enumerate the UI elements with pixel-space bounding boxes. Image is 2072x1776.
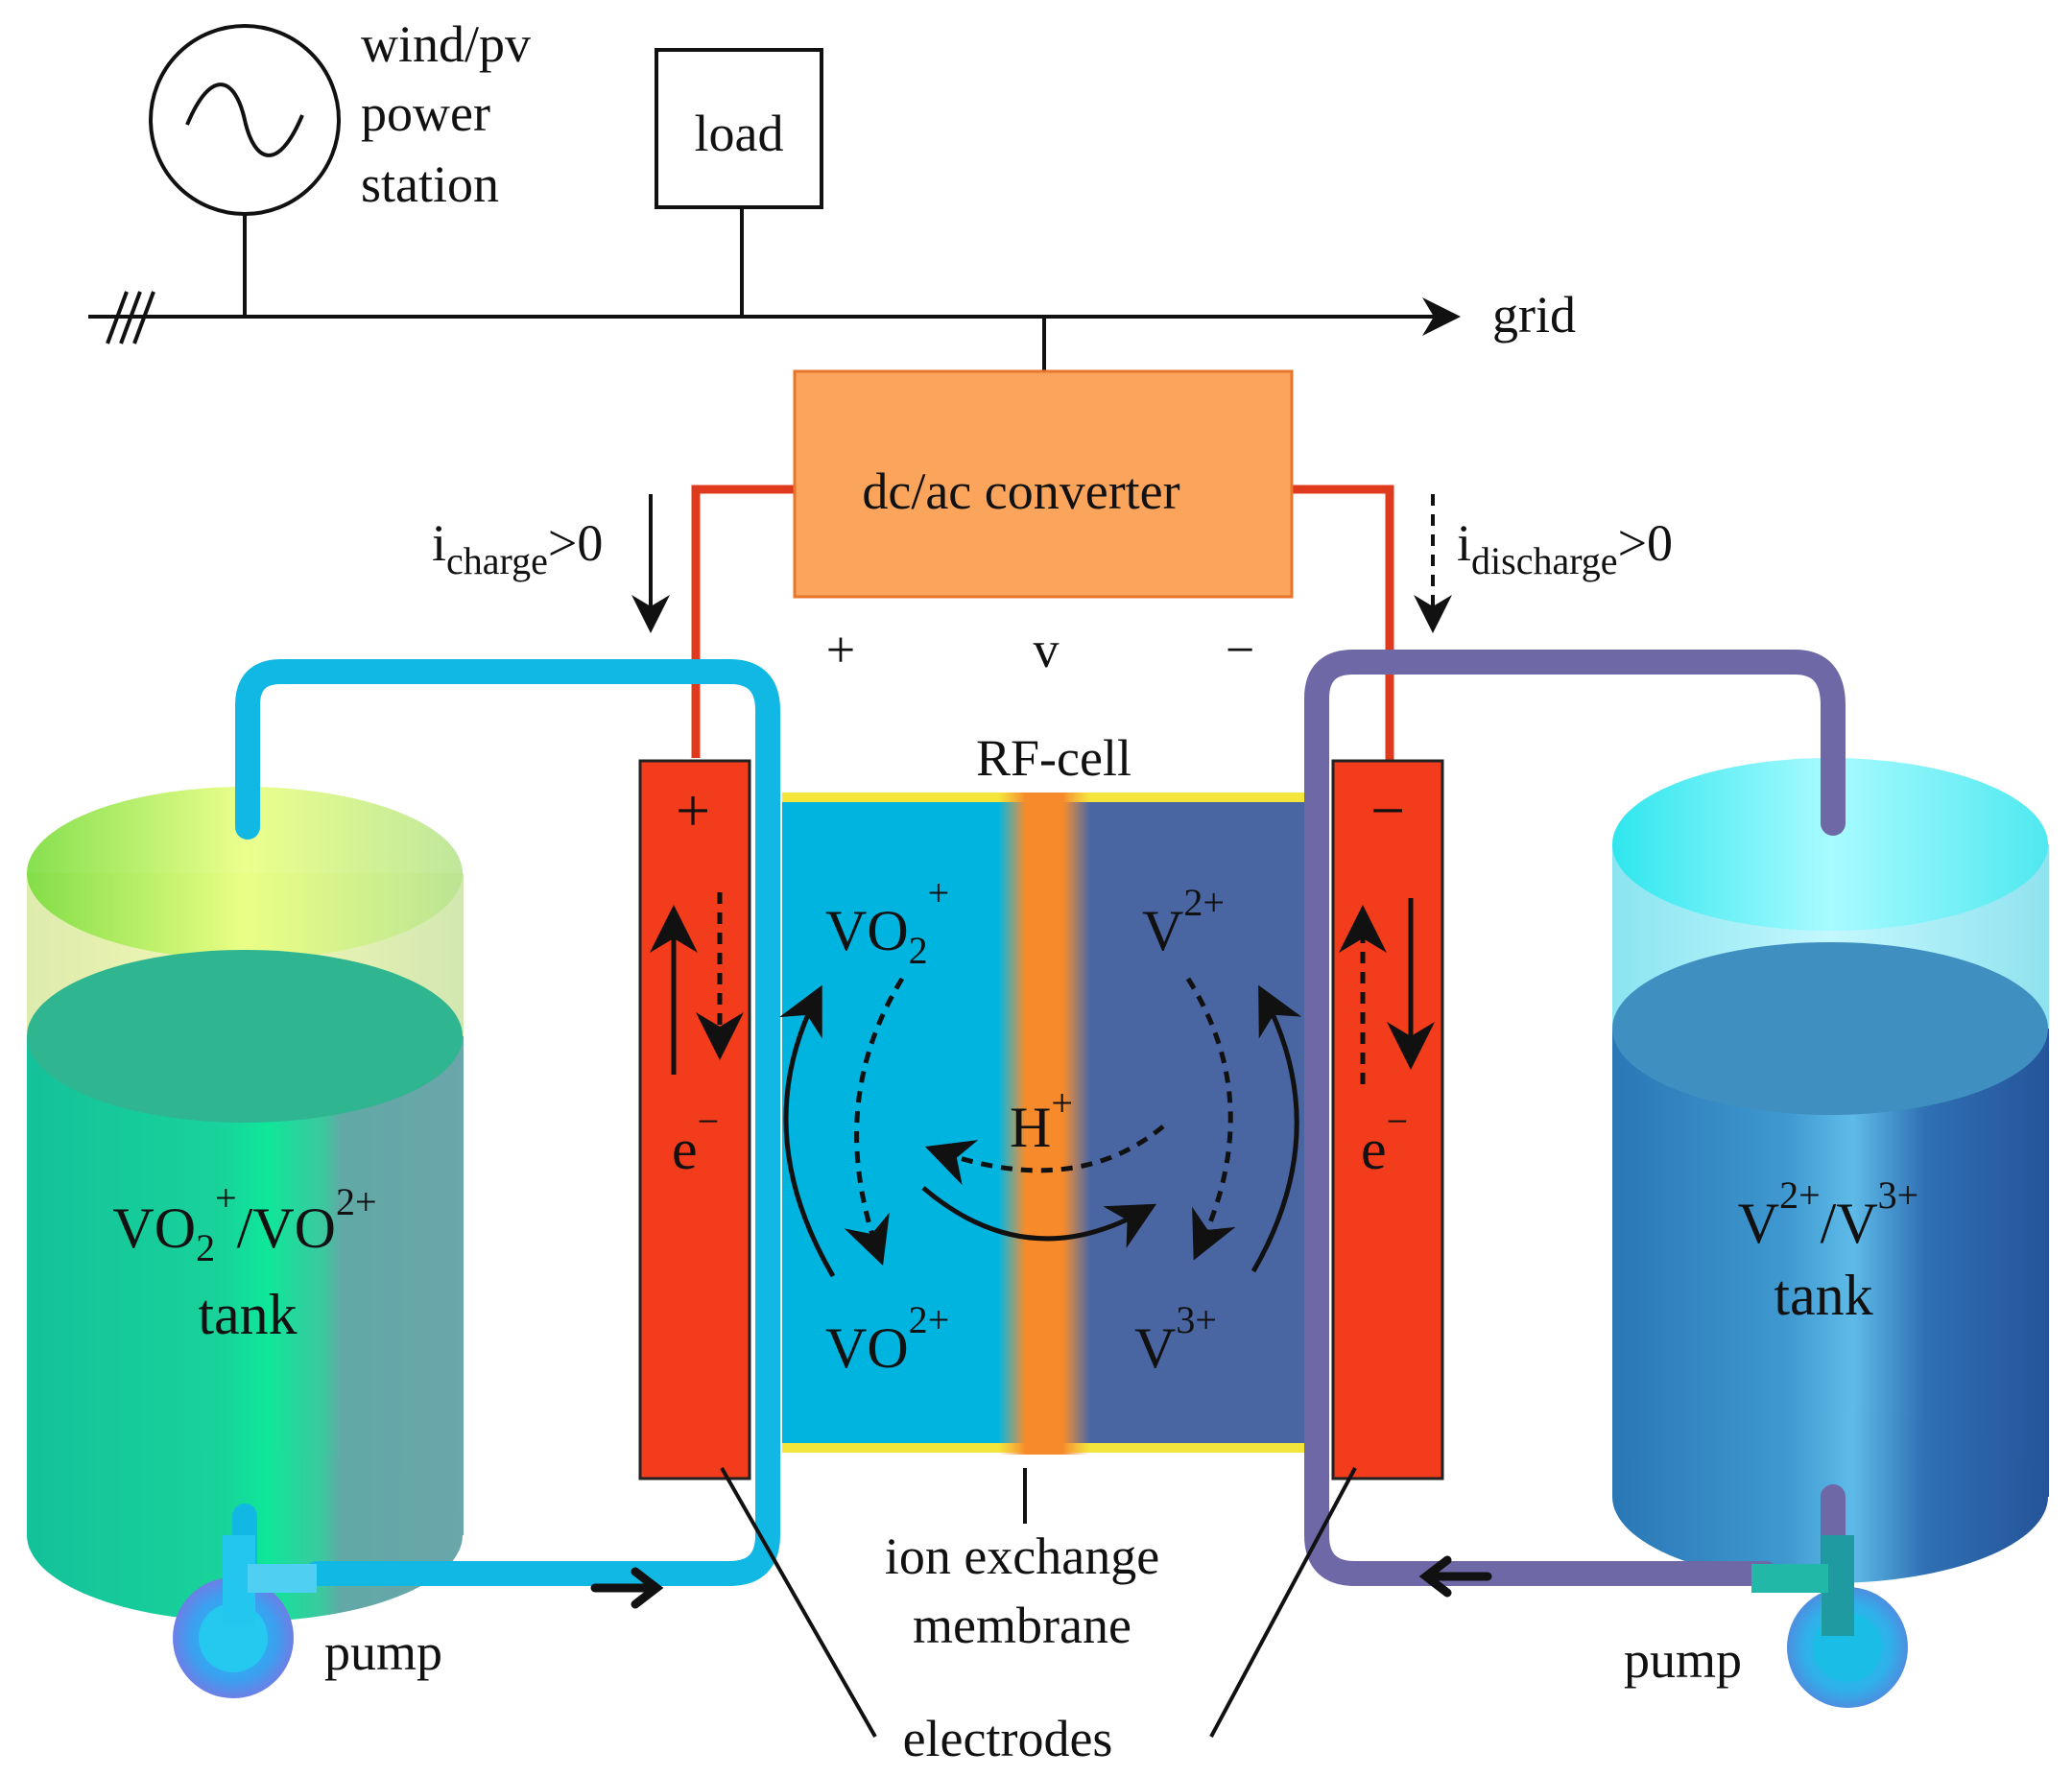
- right-tank: [1612, 758, 2049, 1583]
- electron-label-right: e−: [1361, 1100, 1408, 1181]
- electron-label-left: e−: [672, 1100, 719, 1181]
- reaction-arrows: [778, 977, 1302, 1278]
- rf-cell-label: RF-cell: [976, 729, 1131, 787]
- left-pump-icon: [173, 1535, 317, 1698]
- load-label: load: [695, 105, 784, 162]
- electrode-plus-sign: +: [676, 776, 710, 844]
- right-pump-icon: [1751, 1535, 1908, 1708]
- flow-arrows: [590, 1555, 1492, 1609]
- negative-electrode: [1331, 759, 1444, 1480]
- source-label-line3: station: [361, 155, 499, 213]
- membrane-label-line2: membrane: [913, 1597, 1131, 1654]
- h-plus-label: H+: [1010, 1081, 1073, 1159]
- charge-current-label: icharge>0: [432, 514, 603, 582]
- membrane-label-line1: ion exchange: [885, 1527, 1159, 1585]
- vo2-label: VO2+: [825, 1298, 949, 1380]
- dc-ac-converter: [793, 369, 1294, 599]
- v2-label: V2+: [1142, 881, 1225, 962]
- grid-line: [88, 291, 1461, 344]
- vo2-plus-label: VO2+: [825, 871, 949, 972]
- polarity-minus: −: [1226, 621, 1254, 678]
- ion-exchange-membrane: [998, 793, 1090, 1455]
- right-tank-label: tank: [1774, 1264, 1872, 1327]
- load-box: [655, 48, 823, 317]
- polarity-plus: +: [826, 621, 855, 678]
- source-label-line1: wind/pv: [361, 15, 531, 73]
- left-tank-label: tank: [198, 1283, 297, 1346]
- electron-flow-arrows: [650, 892, 1435, 1084]
- converter-label: dc/ac converter: [862, 462, 1179, 520]
- rf-cell: [782, 793, 1320, 1455]
- discharge-current-label: idischarge>0: [1457, 514, 1673, 582]
- ac-source-icon: [149, 24, 341, 317]
- right-pump-label: pump: [1624, 1631, 1742, 1689]
- right-tank-species-label: V2+/V3+: [1738, 1173, 1918, 1255]
- voltage-label: v: [1034, 621, 1060, 678]
- left-tank-species-label: VO2+/VO2+: [112, 1176, 376, 1269]
- grid-label: grid: [1492, 286, 1576, 343]
- source-label-line2: power: [361, 84, 490, 142]
- electrodes-label: electrodes: [903, 1710, 1113, 1767]
- left-pump-label: pump: [324, 1623, 442, 1681]
- electrode-minus-sign: −: [1370, 776, 1405, 844]
- positive-electrode: [638, 759, 751, 1480]
- annotation-leaders: [720, 1467, 1357, 1738]
- v3-label: V3+: [1134, 1298, 1217, 1380]
